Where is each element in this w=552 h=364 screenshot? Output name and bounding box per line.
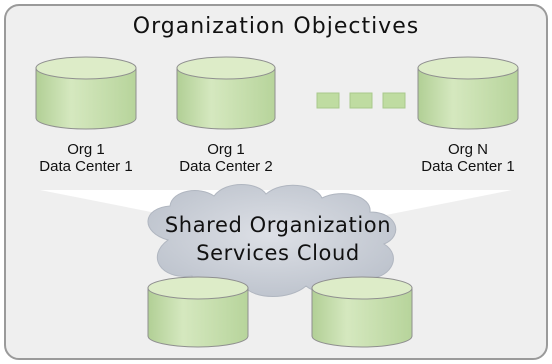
label-site: Data Center 1 [421, 158, 515, 175]
label-org1-dc1: Org 1 Data Center 1 [20, 141, 152, 175]
label-org: Org 1 [207, 141, 245, 158]
cloud-label-line1: Shared Organization [164, 213, 392, 237]
label-org1-dc2: Org 1 Data Center 2 [160, 141, 292, 175]
cylinder-shared-2 [311, 276, 413, 348]
cylinder-shared-1 [147, 276, 249, 348]
label-orgn-dc1: Org N Data Center 1 [402, 141, 534, 175]
ellipsis-dots [316, 92, 406, 109]
label-org: Org 1 [67, 141, 105, 158]
label-site: Data Center 1 [39, 158, 133, 175]
cloud-label-line2: Services Cloud [196, 241, 360, 265]
cylinder-orgn-dc1 [417, 56, 519, 130]
cylinder-org1-dc1 [35, 56, 137, 130]
cylinder-org1-dc2 [176, 56, 276, 130]
label-org: Org N [447, 141, 488, 158]
label-site: Data Center 2 [179, 158, 273, 175]
panel-frame [4, 4, 548, 360]
diagram-title: Organization Objectives [132, 14, 420, 39]
cloud-label: Shared Organization Services Cloud [160, 211, 396, 267]
